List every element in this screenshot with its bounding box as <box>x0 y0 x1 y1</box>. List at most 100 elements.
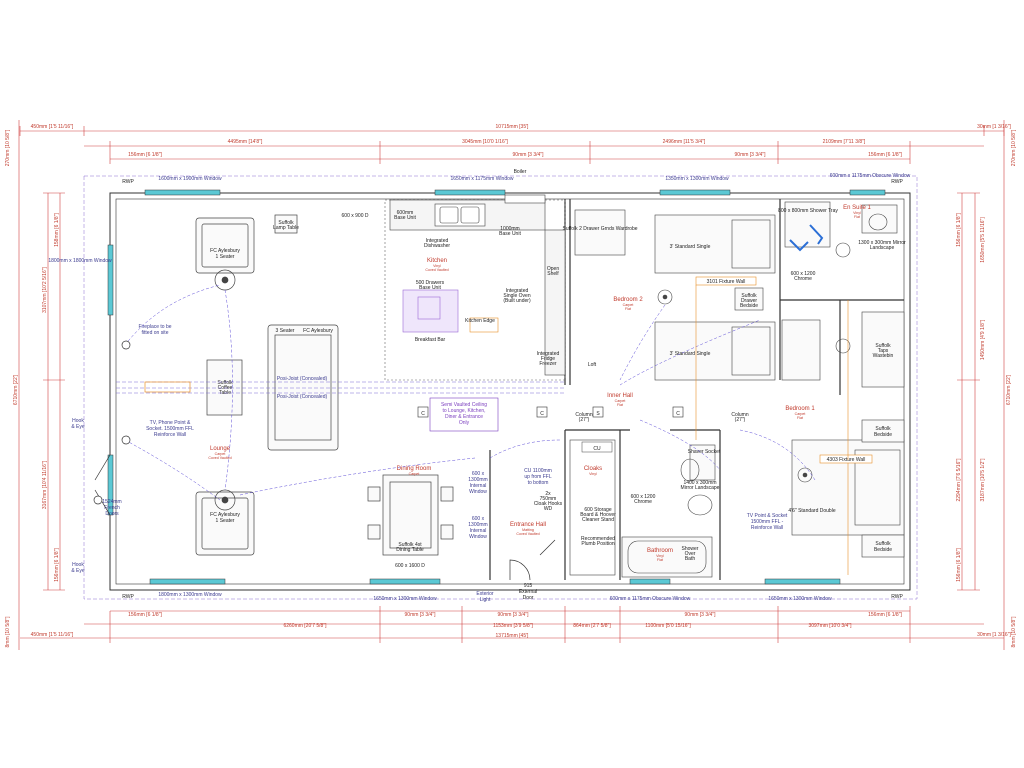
vanity-sub2: Wastebin <box>873 353 894 359</box>
window-label-bottom-2: 1650mm x 1300mm Window <box>373 596 437 602</box>
dim-right-edge-top: 270mm [10 5/8"] <box>1011 129 1017 166</box>
drawer-unit-sub: Base Unit <box>419 285 441 291</box>
fixed-wall-label: 3101 Fixture Wall <box>707 279 746 285</box>
dim-right-1: 1650mm [5'5 11/16"] <box>980 217 986 263</box>
window-label-bottom-1: 1800mm x 1300mm Window <box>158 592 222 598</box>
dim-bottom-sub-4: 90mm [3 3/4"] <box>685 612 717 618</box>
dining-furniture <box>367 474 454 556</box>
window-label-top-4: 600mm x 1175mm Obscure Window <box>830 173 911 179</box>
sofa3-label: 3 Seater <box>276 328 295 334</box>
sofa3-sub: FC Aylesbury <box>303 328 333 334</box>
vaulted-note-3: Diner & Entrance <box>445 414 483 420</box>
fridge-sub: Fridge <box>541 356 555 362</box>
immersion-2: Plumb Position <box>581 541 615 547</box>
dim-left-offset: 450mm [1'5 11/16"] <box>31 124 74 130</box>
window-label-top-2: 1650mm x 1175mm Window <box>451 176 514 182</box>
kitchen-title: Kitchen <box>427 258 447 264</box>
oven-label: Integrated <box>506 288 529 294</box>
dim-right-4: 2294mm [7'6 5/16"] <box>956 458 962 502</box>
bedroom1-ceiling: Flat <box>797 416 803 420</box>
french-doors-sub: French <box>104 505 120 511</box>
dimension-lines <box>18 120 1005 650</box>
bedside-sub2: Bedside <box>740 303 758 309</box>
bedside2-label: Suffolk <box>875 541 891 547</box>
vaulted-note-box <box>429 397 499 432</box>
fireplace-label: Fireplace to be <box>138 324 171 330</box>
dishwasher-label: Integrated <box>426 238 449 244</box>
markers <box>417 406 684 418</box>
column1-sub: (27") <box>735 417 746 423</box>
fridge-sub2: Freezer <box>539 361 557 367</box>
dim-right-6: 156mm [6 1/8"] <box>956 548 962 582</box>
tv-point-sub2: Reinforce Wall <box>154 432 186 438</box>
corner-unit-label: 1000mm <box>500 226 519 232</box>
cu-box <box>581 441 613 453</box>
dim-right-3: 3187mm [10'5 1/2"] <box>980 458 986 502</box>
oven-sub: Single Oven <box>503 293 530 299</box>
dim-top-sub-1: 156mm [6 1/8"] <box>128 152 162 158</box>
lamp-table-label: Suffolk <box>278 220 294 226</box>
shower-bath-3: Bath <box>685 556 696 562</box>
kitchen-sink-sub: Base Unit <box>394 215 416 221</box>
dim-right-offset: 30mm [1 3/16"] <box>977 124 1011 130</box>
mirror2-label: 1400 x 300mm <box>683 480 716 486</box>
boiler-label: Boiler <box>514 169 527 175</box>
fireplace-hearth <box>144 381 191 393</box>
dim-left-3: 158mm [6 1/8"] <box>54 213 60 247</box>
marker-c1: C <box>421 411 425 417</box>
kitchen-zone <box>384 194 566 381</box>
exterior-door-2: External <box>519 589 537 595</box>
dim-bottom-3: 864mm [2'7 5/8"] <box>573 623 611 629</box>
dim-top-3: 2496mm [11'5 3/4"] <box>663 139 706 145</box>
vaulted-note-2: to Lounge, Kitchen, <box>442 408 485 414</box>
dim-bottom-total: 13715mm [45'] <box>496 633 530 639</box>
corner-unit-sub: Base Unit <box>499 231 521 237</box>
dim-left-1: 3107mm [10'2 5/16"] <box>42 266 48 312</box>
exterior-light-1: Exterior <box>476 591 494 597</box>
shower-bath-2: Over <box>685 551 696 557</box>
kitchen-fixtures: 600mm Base Unit Integrated Dishwasher 10… <box>394 169 559 367</box>
shower-bath-1: Shower <box>682 546 699 552</box>
kitchen-sink-label: 600mm <box>397 210 414 216</box>
external-door <box>509 539 556 581</box>
dim-bottom-2: 1153mm [3'9 5/8"] <box>493 623 533 629</box>
hook-bottom-label: Hook <box>72 562 84 568</box>
window-label-left: 1800mm x 1800mm Window <box>48 258 112 264</box>
bedroom2-ceiling: Flat <box>625 307 631 311</box>
lounge-ceiling: Coved Vaulted <box>208 456 231 460</box>
bedside-label: Suffolk <box>741 293 757 299</box>
french-doors <box>93 340 131 516</box>
internal-window1-2: 1300mm <box>468 477 487 483</box>
dim-bottom-1: 6260mm [20'7 5/8"] <box>283 623 327 629</box>
loft-label: Loft <box>588 362 597 368</box>
dim-top-sub-2: 90mm [3 3/4"] <box>513 152 545 158</box>
internal-window2-4: Window <box>469 534 487 540</box>
entrance-title: Entrance Hall <box>510 522 546 528</box>
bathroom-fixtures <box>621 444 716 578</box>
storage-1: 600 Storage <box>584 507 611 513</box>
internal-window2-2: 1300mm <box>468 522 487 528</box>
dim-bottom-5: 3097mm [10'0 3/4"] <box>808 623 852 629</box>
fridge-label: Integrated <box>537 351 560 357</box>
marker-c2: C <box>540 411 544 417</box>
shaver-socket-label: Shaver Socket <box>688 449 721 455</box>
sofa1-sub: 1 Seater <box>216 254 235 260</box>
bedroom2-floor: Carpet <box>623 303 634 307</box>
bedside-sub: Drawer <box>741 298 757 304</box>
dim-right-2: 1450mm [4'9 1/8"] <box>980 319 986 360</box>
chrome1-sub: Chrome <box>794 276 812 282</box>
hook-top-label: Hook <box>72 418 84 424</box>
drawer-unit-label: 500 Drawers <box>416 280 445 286</box>
fireplace-sub: fitted on site <box>142 330 169 336</box>
lounge-floor: Carpet <box>215 452 226 456</box>
immersion-1: Recommended <box>581 536 615 542</box>
window-label-bottom-4: 1650mm x 1300mm Window <box>768 596 832 602</box>
mirror1-label: 1300 x 300mm Mirror <box>858 240 906 246</box>
joist-label-2: Posi-Joist (Concealed) <box>277 394 328 400</box>
dim-left-edge-bottom: 8mm [10 5/8"] <box>5 616 11 648</box>
dining-table-sub: Dining Table <box>396 547 424 553</box>
dim-top-sub-3: 90mm [3 3/4"] <box>735 152 767 158</box>
lounge-labels: FC Aylesbury 1 Seater FC Aylesbury 1 Sea… <box>71 220 333 574</box>
ensuite-ceiling: Flat <box>854 215 860 219</box>
internal-window1-3: Internal <box>470 483 487 489</box>
